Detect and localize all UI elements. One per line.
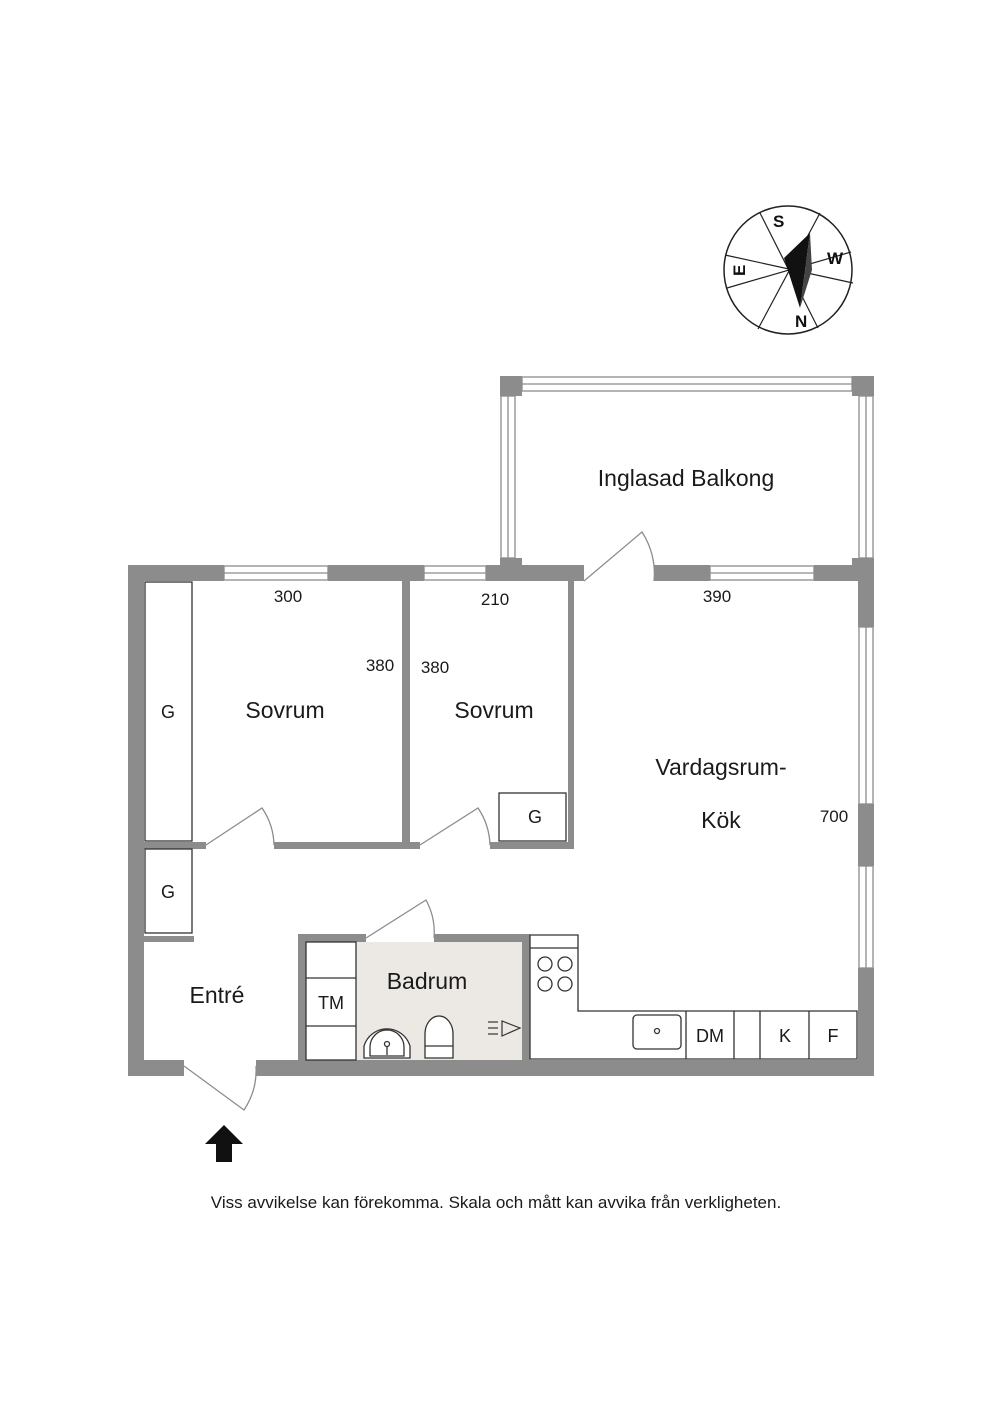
washing-machine-label: TM (318, 993, 344, 1013)
washing-machine (305, 941, 357, 1061)
room-label-bedroom-1: Sovrum (245, 697, 324, 723)
dimension-bedroom1-depth: 380 (366, 656, 394, 675)
kitchen-sink-icon (632, 1014, 682, 1050)
compass-north: N (795, 312, 807, 331)
room-label-balcony: Inglasad Balkong (598, 465, 774, 491)
kitchen-counter (529, 934, 858, 1060)
compass-east: E (730, 265, 749, 276)
compass-needle-icon (784, 233, 810, 308)
bathroom-door (365, 899, 435, 939)
stove-icon (537, 956, 573, 992)
entrance-door (183, 1065, 257, 1111)
bedroom2-door (419, 807, 491, 846)
windows (223, 376, 874, 969)
compass-west: W (827, 249, 844, 268)
wardrobe-label-bedroom2: G (528, 807, 542, 827)
wardrobe-label-bedroom1: G (161, 702, 175, 722)
room-label-bedroom-2: Sovrum (454, 697, 533, 723)
toilet-icon (424, 1015, 454, 1059)
balcony-door (583, 531, 656, 582)
disclaimer-text: Viss avvikelse kan förekomma. Skala och … (210, 1193, 782, 1212)
entrance-arrow-icon (205, 1125, 243, 1162)
room-label-living: Vardagsrum- (655, 754, 786, 780)
compass-south: S (773, 212, 784, 231)
room-label-entrance: Entré (190, 982, 245, 1008)
wardrobes (144, 581, 567, 934)
shower-icon (488, 1020, 522, 1037)
dimension-bedroom1-width: 300 (274, 587, 302, 606)
walls (128, 376, 874, 1076)
room-label-kitchen: Kök (701, 807, 741, 833)
freezer-label: F (828, 1026, 839, 1046)
dishwasher-label: DM (696, 1026, 724, 1046)
dimension-bedroom2-width: 210 (481, 590, 509, 609)
basin-icon (363, 1028, 411, 1059)
dimension-bedroom2-depth: 380 (421, 658, 449, 677)
compass-rose: S N W E (723, 205, 854, 335)
bedroom1-door (205, 807, 275, 846)
wardrobe-label-hall: G (161, 882, 175, 902)
dimension-living-width: 390 (703, 587, 731, 606)
room-label-bathroom: Badrum (387, 968, 468, 994)
fridge-label: K (779, 1026, 791, 1046)
dimension-living-depth: 700 (820, 807, 848, 826)
doors (183, 531, 656, 1111)
